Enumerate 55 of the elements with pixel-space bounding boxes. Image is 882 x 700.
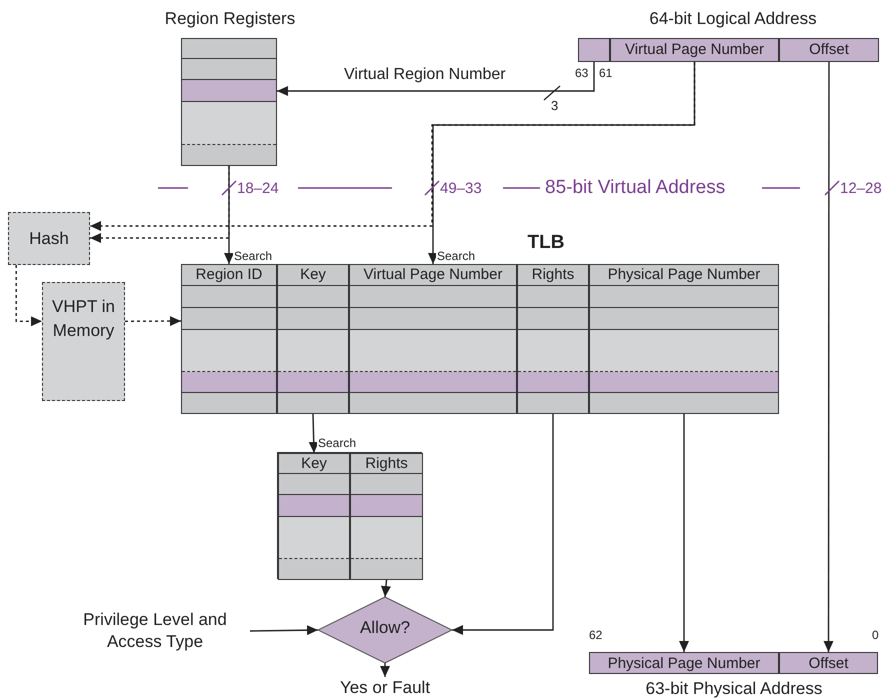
- dimension-label: 18–24: [237, 180, 279, 197]
- arrow: [308, 414, 319, 454]
- dimension-label: 85-bit Virtual Address: [545, 177, 726, 199]
- arrow: [250, 625, 318, 636]
- arrow: [224, 166, 234, 264]
- output-label: Yes or Fault: [320, 677, 450, 699]
- column-header: Key: [279, 453, 349, 474]
- dimension-label: 49–33: [440, 180, 482, 197]
- column-header: Region ID: [182, 264, 276, 286]
- column-header: Physical Page Number: [590, 264, 778, 286]
- edge-label: Search: [317, 437, 358, 450]
- process-box: Hash: [8, 212, 90, 265]
- address-field: Virtual Page Number: [610, 38, 779, 62]
- edge-label: Search: [233, 250, 274, 263]
- table-column: [181, 264, 277, 414]
- arrow: [90, 62, 696, 231]
- address-field: Offset: [779, 38, 879, 62]
- column-header: Rights: [351, 453, 422, 474]
- bit-label: 61: [599, 66, 612, 80]
- arrow: [277, 62, 595, 96]
- arrow: [16, 265, 42, 326]
- edge-label: Search: [436, 250, 476, 263]
- table-title: 63-bit Physical Address: [644, 678, 824, 700]
- address-field: Physical Page Number: [589, 652, 779, 674]
- arrow: [125, 316, 181, 326]
- process-box: VHPT in Memory: [42, 282, 125, 401]
- edge-label: Virtual Region Number: [343, 66, 507, 84]
- table-column: [277, 264, 349, 414]
- bit-label: 0: [872, 628, 879, 642]
- arrow: [90, 166, 230, 243]
- address-field: [578, 38, 610, 62]
- arrow: [452, 414, 554, 635]
- table-column: [350, 453, 423, 580]
- arrow: [380, 663, 390, 677]
- arrow: [824, 62, 834, 652]
- diamond-label: Allow?: [358, 618, 412, 638]
- table-title: 64-bit Logical Address: [648, 8, 818, 30]
- table-column: [278, 453, 350, 580]
- table-column: [589, 264, 779, 414]
- arrow: [428, 62, 696, 264]
- table-title: TLB: [526, 232, 566, 254]
- column-header: Virtual Page Number: [350, 264, 516, 286]
- arrow: [679, 414, 689, 652]
- bit-label: 3: [551, 98, 558, 113]
- dimension-label: 12–28: [840, 180, 882, 197]
- table-column: [517, 264, 589, 414]
- column-header: Rights: [518, 264, 588, 286]
- bit-label: 62: [589, 628, 602, 642]
- table-column: [349, 264, 517, 414]
- table-title: Region Registers: [164, 8, 296, 30]
- arrow: [380, 580, 391, 598]
- input-label: Privilege Level and Access Type: [60, 609, 250, 653]
- column-header: Key: [278, 264, 348, 286]
- address-field: Offset: [779, 652, 878, 674]
- bit-label: 63: [575, 66, 588, 80]
